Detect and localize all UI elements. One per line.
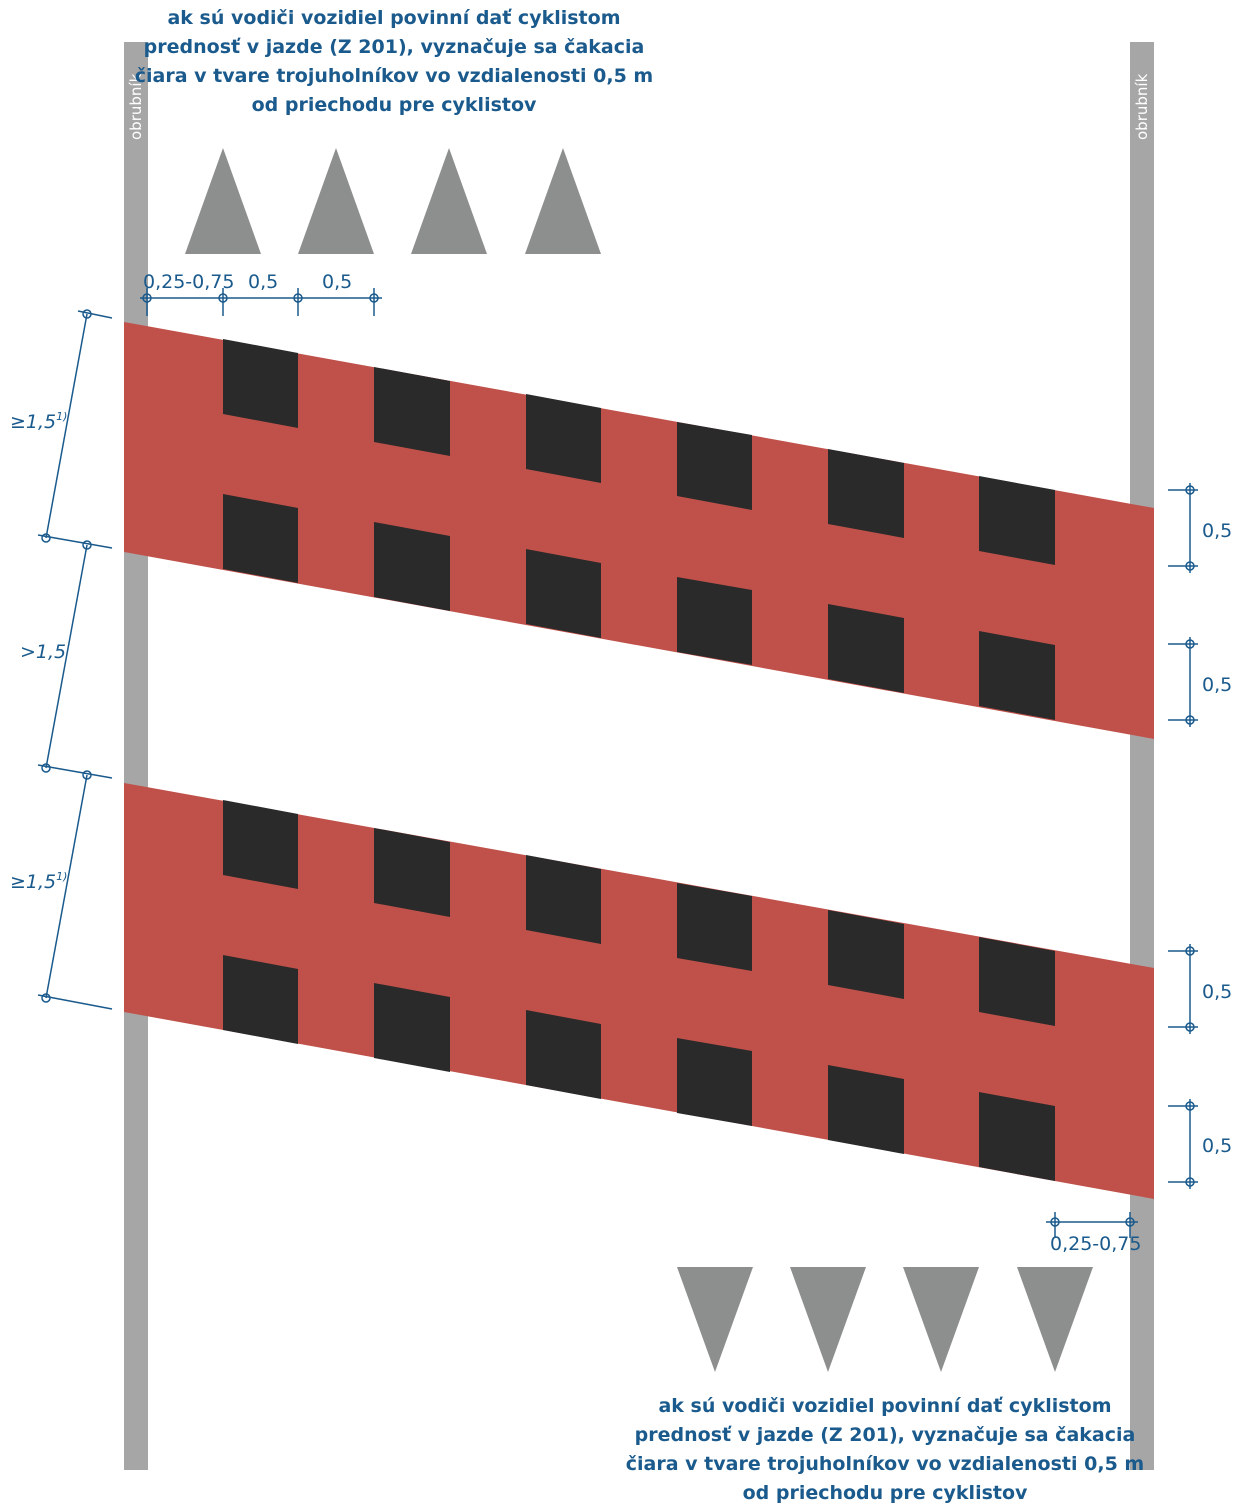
curb-right: [1130, 42, 1154, 1470]
square: [223, 800, 298, 889]
dim-bottom-offset: 0,25-0,75: [1050, 1233, 1141, 1255]
dimension-right: [1168, 483, 1198, 1189]
square: [374, 367, 450, 456]
crossing-band-1: [124, 322, 1154, 739]
square: [223, 494, 298, 583]
dim-band-1-width: ≥1,51): [10, 410, 67, 433]
curb-label-right: obrubník: [1133, 73, 1151, 140]
dim-top-offset: 0,25-0,75: [143, 271, 234, 293]
dim-right-3: 0,5: [1202, 981, 1232, 1003]
note-top: ak sú vodiči vozidiel povinní dať cyklis…: [134, 7, 654, 116]
square: [979, 476, 1055, 565]
square: [979, 631, 1055, 720]
square: [526, 855, 601, 944]
square: [374, 828, 450, 917]
square: [526, 394, 601, 483]
square: [526, 1010, 601, 1099]
square: [979, 1092, 1055, 1181]
triangle-bottom-4: [1017, 1267, 1093, 1372]
square: [677, 883, 752, 971]
note-bottom: ak sú vodiči vozidiel povinní dať cyklis…: [625, 1395, 1145, 1504]
square: [374, 522, 450, 611]
square: [828, 1065, 904, 1154]
curb-label-left: obrubník: [127, 73, 145, 140]
square: [374, 983, 450, 1072]
square: [223, 955, 298, 1044]
square: [979, 937, 1055, 1026]
square: [677, 577, 752, 665]
crossing-band-2: [124, 783, 1154, 1199]
dim-band-2-width: ≥1,51): [10, 870, 67, 893]
triangle-top-3: [411, 148, 487, 254]
dim-between-bands: >1,5: [20, 641, 66, 663]
dim-top-gap-2: 0,5: [322, 271, 352, 293]
triangle-bottom-2: [790, 1267, 866, 1372]
dimension-bottom: [1046, 1212, 1138, 1238]
triangle-top-1: [185, 148, 261, 254]
dim-top-gap-1: 0,5: [248, 271, 278, 293]
curb-left: [124, 42, 148, 1470]
yield-triangles-top: [185, 148, 601, 254]
triangle-bottom-3: [903, 1267, 979, 1372]
dim-right-2: 0,5: [1202, 674, 1232, 696]
square: [677, 422, 752, 510]
dim-right-4: 0,5: [1202, 1135, 1232, 1157]
dimension-left: [37, 309, 113, 1010]
yield-triangles-bottom: [677, 1267, 1093, 1372]
dimension-top: [140, 288, 382, 316]
square: [828, 910, 904, 999]
square: [526, 549, 601, 638]
dim-right-1: 0,5: [1202, 520, 1232, 542]
square: [828, 449, 904, 538]
band-2-squares: [223, 800, 1055, 1181]
square: [677, 1038, 752, 1126]
square: [223, 339, 298, 428]
square: [828, 604, 904, 693]
triangle-bottom-1: [677, 1267, 753, 1372]
triangle-top-2: [298, 148, 374, 254]
band-1-squares: [223, 339, 1055, 720]
triangle-top-4: [525, 148, 601, 254]
